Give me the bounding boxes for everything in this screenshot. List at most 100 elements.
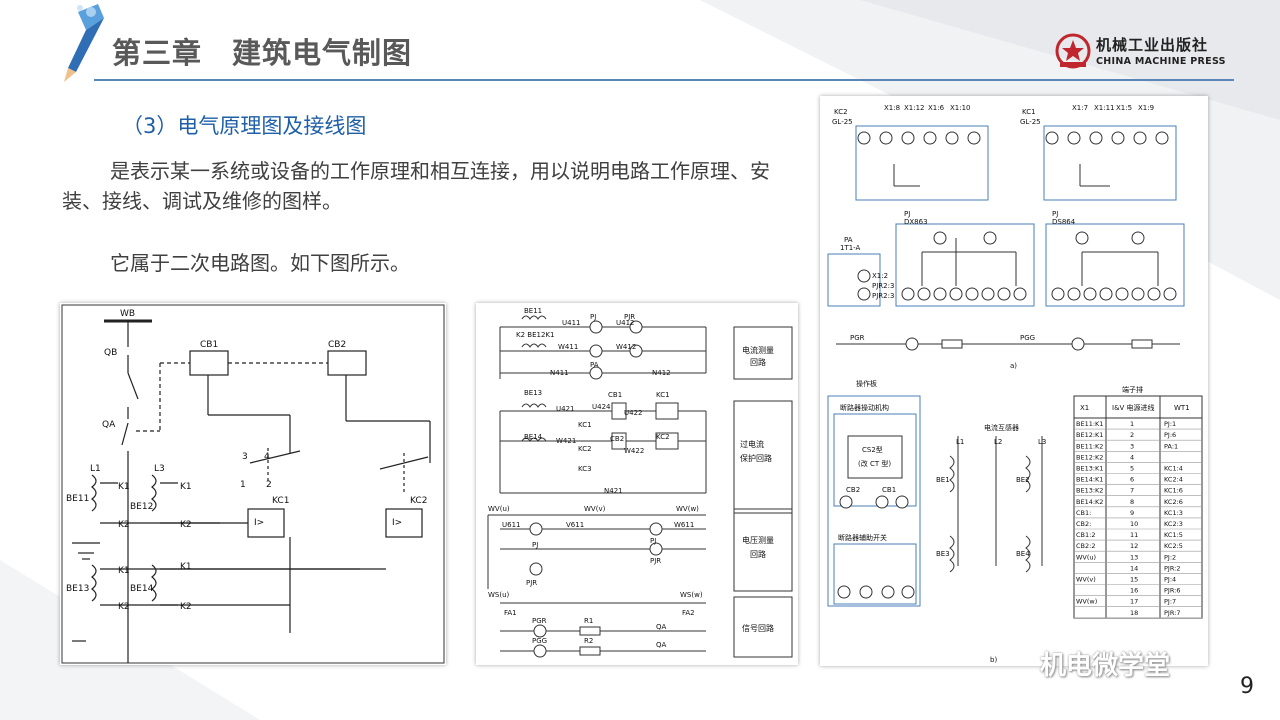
body-paragraph-1: 是表示某一系统或设备的工作原理和相互连接，用以说明电路工作原理、安装、接线、调试… [62, 159, 770, 213]
svg-text:WV(w): WV(w) [676, 505, 699, 513]
svg-text:X1:8: X1:8 [884, 104, 900, 112]
svg-text:断路器操动机构: 断路器操动机构 [840, 403, 889, 412]
svg-text:BE1: BE1 [936, 476, 950, 484]
svg-text:K1: K1 [180, 562, 192, 572]
watermark: 机电微学堂 [1040, 651, 1171, 681]
svg-text:BE13: BE13 [524, 389, 542, 397]
figure-right-wiring: KC2 GL-25 KC1 GL-25 X1:8 X1:12 X1:6 X1:1… [820, 96, 1208, 666]
table-cell: WV(w) [1076, 598, 1097, 606]
slide-header: 第三章建筑电气制图 机械工业出版社 CHINA MACHINE PRESS [0, 0, 1280, 82]
table-cell: BE14:K1 [1076, 476, 1103, 484]
svg-text:N411: N411 [550, 369, 569, 377]
table-cell: KC2:6 [1164, 498, 1183, 506]
table-cell: 10 [1130, 520, 1138, 528]
svg-text:KC2: KC2 [834, 108, 848, 116]
svg-text:PJ: PJ [650, 537, 656, 545]
table-cell: PA:1 [1164, 442, 1178, 450]
svg-text:PJ: PJ [1052, 210, 1058, 218]
svg-text:K1: K1 [180, 482, 192, 492]
svg-text:DS864: DS864 [1052, 218, 1076, 226]
wiring-diagram-svg: KC2 GL-25 KC1 GL-25 X1:8 X1:12 X1:6 X1:1… [827, 104, 1203, 664]
svg-text:U411: U411 [562, 319, 580, 327]
svg-text:PGR: PGR [532, 617, 547, 625]
svg-text:BE12: BE12 [130, 502, 153, 512]
svg-text:KC3: KC3 [578, 465, 592, 473]
table-header-col2: I&V 电源进线 [1112, 403, 1155, 412]
svg-text:R1: R1 [584, 617, 593, 625]
svg-text:CB1: CB1 [200, 340, 218, 350]
svg-text:4: 4 [264, 452, 270, 462]
svg-text:信号回路: 信号回路 [742, 623, 774, 633]
svg-text:BE14: BE14 [130, 584, 154, 594]
svg-text:WV(v): WV(v) [584, 505, 606, 513]
table-cell: PJR:6 [1164, 587, 1180, 595]
chapter-title: 第三章建筑电气制图 [112, 30, 412, 72]
svg-text:I>: I> [254, 518, 264, 528]
svg-text:1: 1 [240, 480, 246, 490]
svg-text:PJR: PJR [650, 557, 661, 565]
table-cell: 8 [1130, 498, 1134, 506]
svg-text:X1:2: X1:2 [872, 272, 888, 280]
svg-text:PA: PA [590, 361, 599, 369]
svg-text:WV(u): WV(u) [488, 505, 510, 513]
publisher-logo: 机械工业出版社 CHINA MACHINE PRESS [1054, 32, 1234, 72]
table-cell: KC1:4 [1164, 465, 1183, 473]
svg-text:KC2: KC2 [656, 433, 670, 441]
svg-text:N412: N412 [652, 369, 671, 377]
svg-text:CB2: CB2 [328, 340, 346, 350]
svg-text:DX863: DX863 [904, 218, 928, 226]
svg-text:K2 BE12K1: K2 BE12K1 [516, 331, 554, 339]
chapter-name: 建筑电气制图 [232, 36, 413, 70]
table-cell: 14 [1130, 564, 1138, 572]
svg-text:BE2: BE2 [1016, 476, 1030, 484]
svg-text:K2: K2 [118, 520, 130, 530]
table-cell: CB2:2 [1076, 542, 1095, 550]
svg-text:(改 CT 型): (改 CT 型) [858, 459, 891, 468]
svg-text:a): a) [1010, 362, 1017, 370]
svg-text:CB2: CB2 [610, 435, 624, 443]
svg-text:PJR: PJR [624, 313, 635, 321]
svg-text:GL-25: GL-25 [1020, 118, 1041, 126]
table-cell: 2 [1130, 431, 1134, 439]
table-cell: BE14:K2 [1076, 498, 1103, 506]
svg-text:3: 3 [242, 452, 248, 462]
table-cell: BE11:K2 [1076, 442, 1103, 450]
svg-text:L1: L1 [956, 438, 964, 446]
table-cell: WV(u) [1076, 553, 1096, 561]
svg-text:电流互感器: 电流互感器 [984, 423, 1019, 432]
table-cell: 3 [1130, 442, 1134, 450]
svg-text:QA: QA [656, 641, 667, 649]
svg-text:U412: U412 [616, 319, 634, 327]
table-cell: BE13:K1 [1076, 465, 1103, 473]
svg-text:FA2: FA2 [682, 609, 695, 617]
table-cell: PJ:4 [1164, 576, 1176, 584]
svg-text:QA: QA [102, 420, 116, 430]
svg-text:BE11: BE11 [66, 494, 89, 504]
table-cell: KC2:5 [1164, 542, 1183, 550]
svg-text:回路: 回路 [750, 549, 766, 559]
svg-text:电压测量: 电压测量 [742, 535, 774, 545]
table-cell: 17 [1130, 598, 1138, 606]
table-cell: BE12:K1 [1076, 431, 1103, 439]
svg-text:BE11: BE11 [524, 307, 542, 315]
svg-text:N421: N421 [604, 487, 623, 495]
table-header-col3: WT1 [1174, 404, 1190, 412]
body-paragraph-2: 它属于二次电路图。如下图所示。 [110, 251, 410, 275]
svg-text:K1: K1 [118, 482, 130, 492]
svg-text:BE13: BE13 [66, 584, 89, 594]
publisher-emblem-icon [1055, 33, 1091, 69]
svg-text:K2: K2 [118, 602, 130, 612]
svg-text:K2: K2 [180, 602, 192, 612]
svg-text:过电流: 过电流 [740, 439, 764, 449]
svg-text:U421: U421 [556, 405, 574, 413]
table-cell: KC1:5 [1164, 531, 1183, 539]
table-cell: 13 [1130, 553, 1138, 561]
svg-text:QB: QB [104, 348, 117, 358]
pencil-icon [64, 4, 104, 82]
svg-text:1T1-A: 1T1-A [840, 244, 861, 252]
table-cell: PJR:7 [1164, 609, 1180, 617]
table-cell: CB2: [1076, 520, 1091, 528]
schematic-left-svg: WB QB CB1 CB2 QA L1 L3 BE11 BE12 BE13 BE… [61, 304, 445, 664]
svg-text:L1: L1 [90, 464, 101, 474]
svg-text:X1:6: X1:6 [928, 104, 945, 112]
